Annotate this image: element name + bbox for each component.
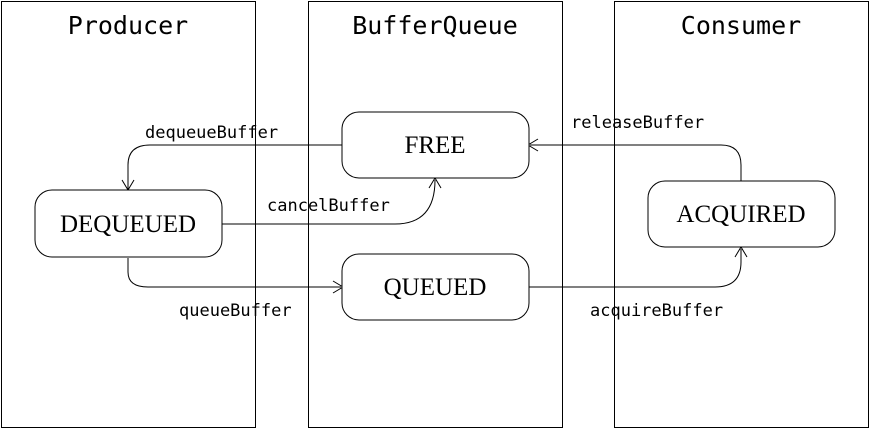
state-free-label: FREE [404,132,465,159]
label-dequeue-buffer: dequeueBuffer [145,123,278,143]
label-cancel-buffer: cancelBuffer [267,196,390,216]
lane-consumer: Consumer [614,1,869,428]
label-acquire-buffer: acquireBuffer [590,301,723,321]
lane-producer: Producer [1,1,256,428]
edge-queue [127,258,341,288]
lane-producer-box [1,1,256,428]
lane-bufferqueue-box [308,1,563,428]
state-acquired-label: ACQUIRED [676,201,805,228]
label-release-buffer: releaseBuffer [571,113,704,133]
state-dequeued-label: DEQUEUED [60,211,196,238]
edge-release [530,144,742,181]
label-queue-buffer: queueBuffer [179,301,292,321]
lane-consumer-title: Consumer [681,11,801,40]
state-queued: QUEUED [341,253,530,321]
state-free: FREE [341,111,530,179]
state-dequeued-box [34,189,223,258]
state-queued-label: QUEUED [384,274,487,301]
lane-consumer-box [614,1,869,428]
state-dequeued: DEQUEUED [34,189,223,258]
state-acquired: ACQUIRED [647,180,836,248]
edge-acquire [529,249,742,288]
lane-bufferqueue-title: BufferQueue [352,11,518,40]
state-queued-box [341,253,530,321]
edge-cancel [222,179,436,225]
lane-bufferqueue: BufferQueue [308,1,563,428]
lane-producer-title: Producer [68,11,188,40]
state-acquired-box [647,180,836,248]
state-free-box [341,111,530,179]
edge-dequeue [127,144,342,189]
